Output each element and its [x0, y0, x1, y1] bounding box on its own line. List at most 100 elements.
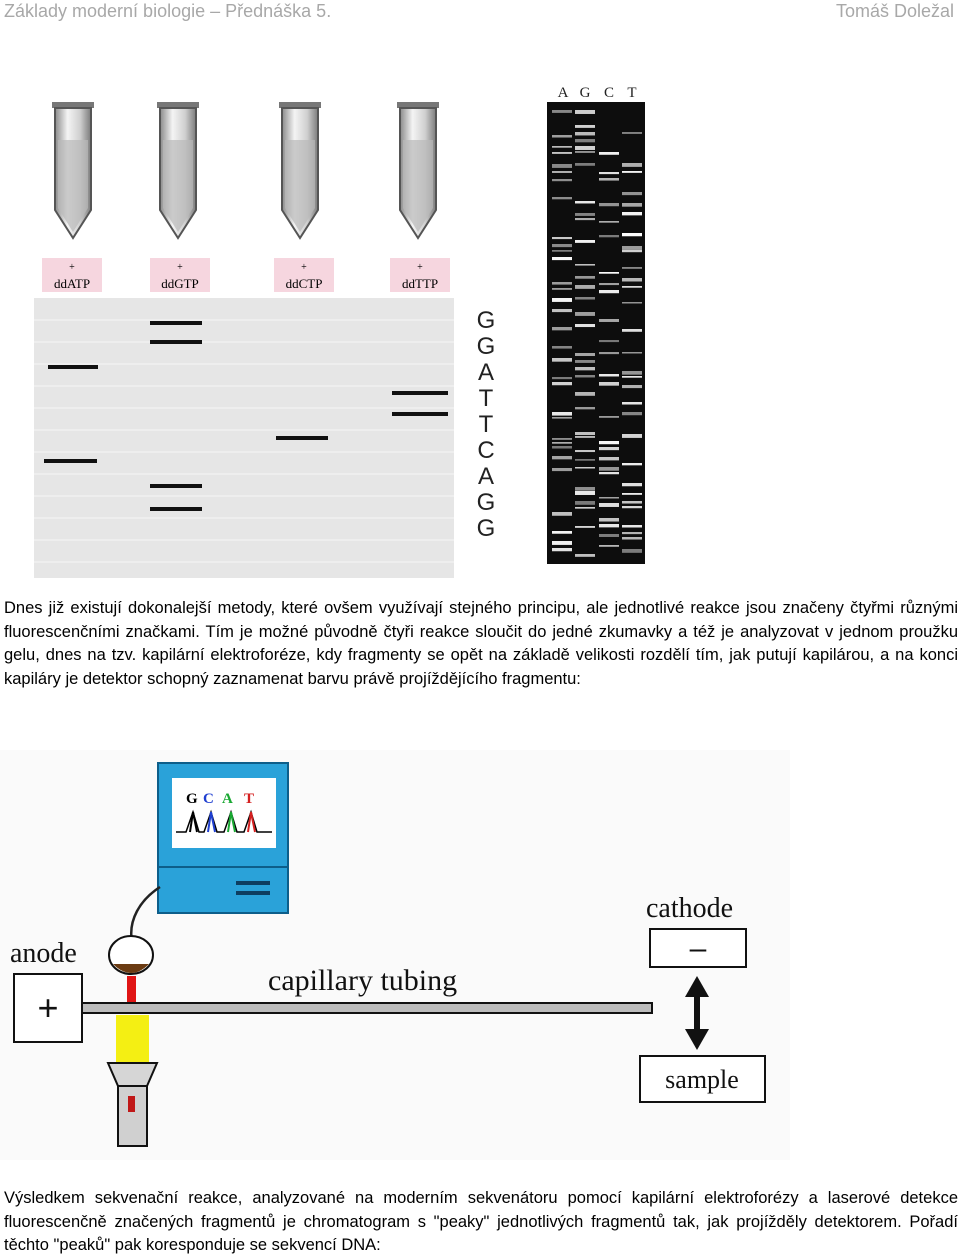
- gel-stripe: [622, 371, 642, 375]
- tube-label-ddctp: ddCTP: [286, 276, 323, 291]
- gel-stripe: [552, 309, 572, 313]
- band-t-2: [392, 412, 448, 416]
- gel-stripe: [622, 286, 642, 288]
- gel-stripe: [575, 450, 595, 453]
- gel-stripe: [622, 192, 642, 196]
- gel-stripe: [622, 549, 642, 553]
- double-arrow-icon: [685, 976, 709, 1050]
- anode-label: anode: [10, 938, 77, 969]
- gel-stripe: [552, 377, 572, 380]
- paragraph-intro: Dnes již existují dokonalejší metody, kt…: [4, 599, 958, 688]
- tube-3: [279, 102, 321, 240]
- tube-label-ddttp: ddTTP: [402, 276, 438, 291]
- gel-stripe: [552, 250, 572, 252]
- gel-stripe: [622, 385, 642, 389]
- gel-stripe: [575, 375, 595, 378]
- gel-stripe: [599, 272, 619, 274]
- anode-sign: +: [37, 987, 58, 1028]
- gel-stripe: [622, 402, 642, 405]
- gel-stripe: [575, 125, 595, 128]
- gel-stripe: [622, 376, 642, 378]
- gel-stripe: [575, 201, 595, 204]
- gel-stripe: [575, 240, 595, 243]
- gel-stripe: [575, 554, 595, 557]
- tube-4: [397, 102, 439, 240]
- screen-letter-t: T: [244, 791, 254, 807]
- seq-letter-7: A: [478, 463, 494, 490]
- gel-stripe: [599, 441, 619, 445]
- gel-stripe: [575, 360, 595, 363]
- gel-stripe: [575, 432, 595, 436]
- gel-stripe: [575, 507, 595, 509]
- gel-stripe: [622, 267, 642, 269]
- gel-stripe: [599, 524, 619, 528]
- gel-stripe: [599, 467, 619, 471]
- gel-stripe: [575, 218, 595, 221]
- band-g-2: [150, 340, 202, 344]
- gel-stripe: [552, 298, 572, 302]
- seq-letter-8: G: [477, 489, 496, 516]
- detector-lens: [108, 935, 154, 975]
- gel-stripe: [599, 235, 619, 238]
- gel-stripe: [552, 541, 572, 545]
- laser-source: [106, 1062, 159, 1147]
- ddttp-tag: + ddTTP: [390, 258, 450, 292]
- seq-letter-4: T: [479, 385, 494, 412]
- gel-stripe: [622, 212, 642, 216]
- gel-stripe: [552, 358, 572, 362]
- band-g-4: [150, 507, 202, 511]
- gel-stripe: [552, 346, 572, 349]
- band-g-1: [150, 321, 202, 325]
- screen-letter-c: C: [203, 791, 214, 807]
- gel-stripe: [575, 285, 595, 289]
- tube-2: [157, 102, 199, 240]
- gel-stripe: [622, 493, 642, 495]
- gel-stripe: [552, 257, 572, 261]
- gel-stripe: [575, 110, 595, 114]
- gel-stripe: [552, 382, 572, 386]
- gel-stripe: [552, 179, 572, 182]
- sample-label: sample: [665, 1065, 739, 1094]
- gel-stripe: [622, 278, 642, 282]
- gel-stripe: [575, 213, 595, 216]
- gel-stripe: [599, 172, 619, 175]
- seq-letter-2: G: [477, 333, 496, 360]
- gel-stripe: [552, 456, 572, 460]
- cathode-label: cathode: [646, 893, 733, 924]
- lane-letter-g: G: [580, 85, 591, 101]
- gel-stripe: [599, 457, 619, 461]
- gel-bands: [44, 321, 448, 511]
- seq-letter-9: G: [477, 515, 496, 542]
- course-title: Základy moderní biologie – Přednáška 5.: [4, 1, 332, 21]
- gel-stripe: [622, 233, 642, 237]
- gel-stripe: [552, 237, 572, 240]
- gel-stripe: [599, 374, 619, 377]
- band-g-3: [150, 484, 202, 488]
- paragraph-result: Výsledkem sekvenační reakce, analyzované…: [4, 1189, 958, 1254]
- gel-stripe: [599, 545, 619, 547]
- gel-stripe: [599, 340, 619, 343]
- gel-stripe: [575, 487, 595, 491]
- anode-box: [13, 973, 83, 1043]
- svg-text:+: +: [301, 262, 307, 273]
- gel-stripe: [622, 532, 642, 535]
- band-a-1: [48, 365, 98, 369]
- lane-letter-a: A: [558, 85, 569, 101]
- gel-stripe: [552, 468, 572, 472]
- tube-label-ddgtp: ddGTP: [161, 276, 199, 291]
- cathode-box: [649, 928, 747, 968]
- gel-stripe: [575, 526, 595, 528]
- gel-stripe: [552, 244, 572, 248]
- gel-stripe: [622, 171, 642, 173]
- gel-stripe: [622, 329, 642, 332]
- gel-stripe: [622, 246, 642, 250]
- gel-stripe: [622, 132, 642, 134]
- band-c-1: [276, 436, 328, 440]
- gel-stripe: [599, 221, 619, 223]
- ddctp-tag: + ddCTP: [274, 258, 334, 292]
- gel-stripe: [575, 276, 595, 279]
- capillary-figure: G C A T anode + capillary tubing cathode…: [0, 750, 790, 1160]
- gel-stripe: [599, 382, 619, 386]
- gel-stripe: [552, 152, 572, 154]
- gel-stripe: [622, 525, 642, 528]
